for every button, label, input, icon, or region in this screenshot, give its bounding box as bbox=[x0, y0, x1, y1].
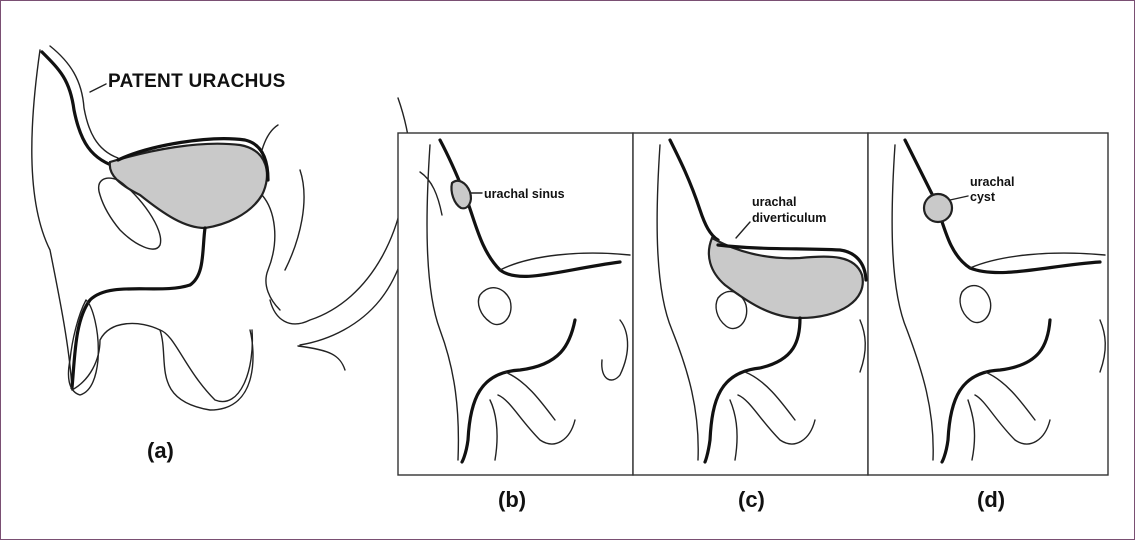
panel-a-abdomen-outline bbox=[32, 50, 408, 410]
panel-d-label: (d) bbox=[977, 487, 1005, 512]
panel-d-urachal-cyst bbox=[924, 194, 952, 222]
panel-a-title: PATENT URACHUS bbox=[108, 71, 286, 92]
panel-a-rectum bbox=[262, 195, 280, 310]
panel-a-urachus-tube bbox=[42, 52, 120, 168]
panel-a bbox=[32, 46, 413, 410]
panel-a-urethra bbox=[72, 228, 205, 388]
panel-a-outer-curve bbox=[298, 346, 345, 370]
panel-c-label: (c) bbox=[738, 487, 765, 512]
panel-a-scrotum bbox=[160, 330, 252, 402]
panel-c-annotation-line1: urachal bbox=[752, 195, 796, 209]
panel-a-rectum-2 bbox=[285, 170, 304, 270]
panel-a-peritoneum-outer bbox=[262, 125, 278, 150]
panel-d-annotation-line2: cyst bbox=[970, 190, 996, 204]
panel-b-label: (b) bbox=[498, 487, 526, 512]
panel-a-bladder bbox=[110, 144, 267, 228]
panel-b-annotation: urachal sinus bbox=[484, 187, 565, 201]
panel-a-abdomen-arc bbox=[300, 98, 413, 345]
panel-a-title-pointer bbox=[90, 84, 106, 92]
panel-c-annotation-line2: diverticulum bbox=[752, 211, 826, 225]
panel-a-label: (a) bbox=[147, 438, 174, 463]
panel-d-annotation-line1: urachal bbox=[970, 175, 1014, 189]
